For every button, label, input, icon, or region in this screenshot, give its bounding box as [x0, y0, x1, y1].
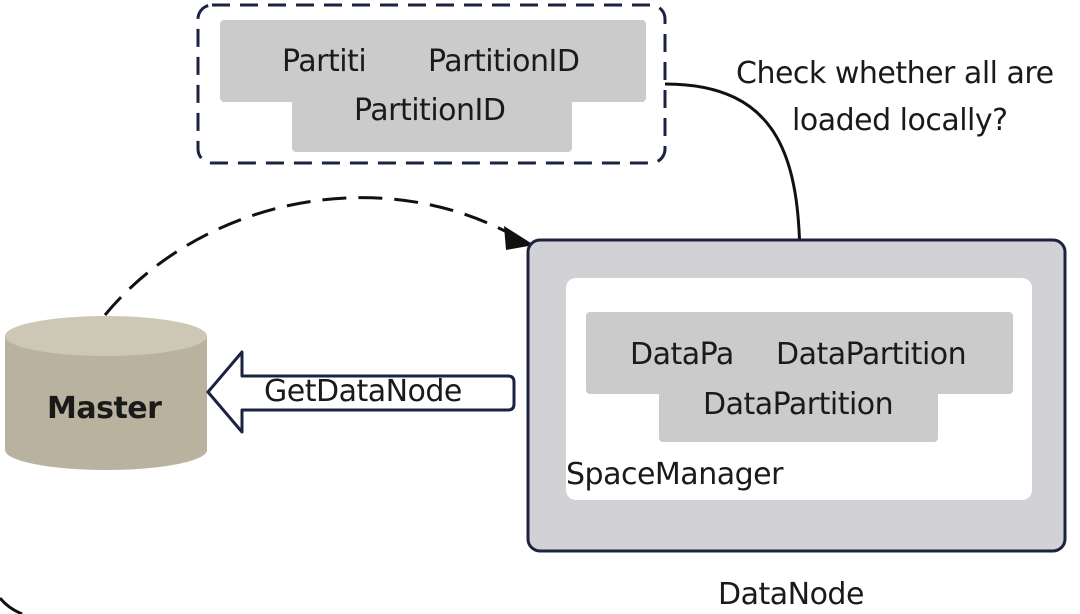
- check-arrow: [664, 82, 802, 267]
- master-database-icon: [5, 316, 207, 470]
- get-data-node-arrow: [206, 350, 516, 434]
- data-partition-label-bottom: DataPartition: [703, 387, 894, 422]
- partition-id-label-bottom: PartitionID: [354, 93, 506, 128]
- get-data-node-label: GetDataNode: [264, 374, 462, 409]
- check-question-line1: Check whether all are: [736, 56, 1054, 91]
- data-partition-label-truncated: DataPa: [630, 337, 734, 372]
- partition-id-block-bottom: [292, 78, 572, 152]
- datanode-label: DataNode: [718, 577, 864, 612]
- partition-id-label: PartitionID: [428, 44, 580, 79]
- data-partition-label: DataPartition: [776, 337, 967, 372]
- data-partition-block-bottom: [659, 378, 938, 442]
- master-label: Master: [47, 391, 162, 426]
- space-manager-label: SpaceManager: [566, 457, 783, 492]
- dashed-arrow-head: [504, 226, 534, 250]
- corner-decoration: [0, 597, 23, 614]
- data-partition-block-top: [586, 312, 1013, 394]
- partition-id-label-truncated: Partiti: [282, 44, 367, 79]
- check-question-line2: loaded locally?: [792, 103, 1008, 138]
- master-to-datanode-dashed-arrow: [103, 196, 519, 316]
